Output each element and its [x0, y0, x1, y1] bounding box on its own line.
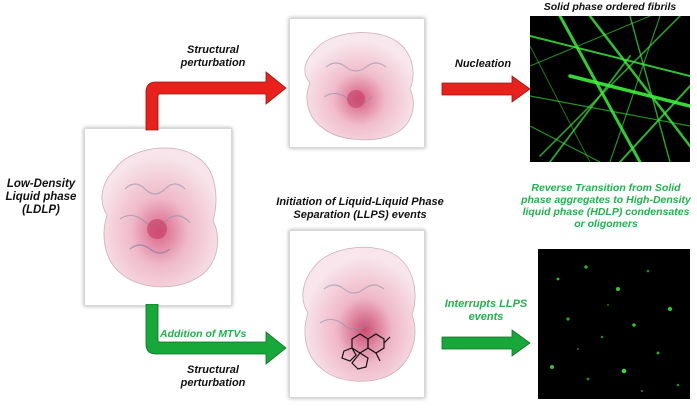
ldlp-protein-panel	[84, 128, 232, 306]
green-arrow-interrupts	[441, 329, 531, 357]
red-arrow-structural-perturbation	[145, 71, 287, 131]
fibril-micrograph	[530, 16, 690, 162]
red-arrow-nucleation	[441, 75, 531, 103]
bottom-perturbation-label: Structural perturbation	[180, 364, 246, 389]
perturbed-protein-panel	[289, 18, 425, 148]
protein-surface-icon	[304, 32, 414, 141]
top-perturbation-label: Structural perturbation	[180, 44, 246, 69]
interrupts-label: Interrupts LLPS events	[444, 298, 528, 323]
green-arrow-mtv	[145, 304, 287, 365]
fibrils-title: Solid phase ordered fibrils	[543, 1, 677, 13]
reverse-transition-label: Reverse Transition from Solid phase aggr…	[521, 182, 691, 231]
ldlp-label: Low-Density Liquid phase (LDLP)	[5, 178, 77, 217]
condensate-micrograph	[538, 249, 690, 399]
mtv-ligand-icon	[341, 333, 391, 370]
nucleation-label: Nucleation	[454, 58, 512, 70]
llps-title: Initiation of Liquid-Liquid Phase Separa…	[276, 196, 444, 221]
mtv-bound-protein-panel	[289, 230, 425, 398]
protein-surface-icon	[302, 246, 416, 382]
protein-surface-icon	[101, 147, 219, 288]
mtv-label: Addition of MTVs	[160, 328, 247, 340]
